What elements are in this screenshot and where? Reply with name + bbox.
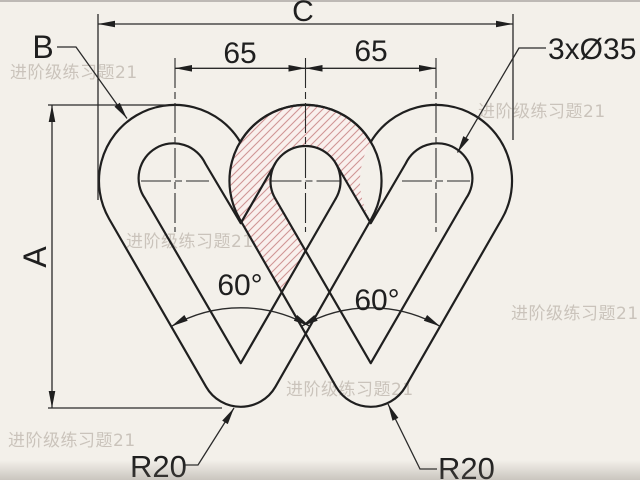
dim-hole-pitch: 65 65 xyxy=(175,35,436,72)
hatch-overlap-region xyxy=(229,104,371,292)
dim-angle-left: 60° xyxy=(169,269,312,330)
dim-label-pitch-left: 65 xyxy=(223,37,256,70)
watermark-layer: 进阶级练习题21 进阶级练习题21 进阶级练习题21 进阶级练习题21 进阶级练… xyxy=(8,63,639,451)
watermark: 进阶级练习题21 xyxy=(126,232,254,252)
watermark: 进阶级练习题21 xyxy=(286,380,414,400)
dim-label-pitch-right: 65 xyxy=(354,35,387,68)
center-marks xyxy=(141,58,470,232)
dim-label-outer-radius: B xyxy=(32,29,53,65)
dim-label-total-height: A xyxy=(17,246,53,268)
dim-label-angle-right: 60° xyxy=(354,284,399,317)
watermark: 进阶级练习题21 xyxy=(478,102,606,122)
leader-outer-radius: B xyxy=(32,29,130,121)
watermark: 进阶级练习题21 xyxy=(511,304,639,324)
dim-label-total-width: C xyxy=(292,0,314,28)
dim-angle-right: 60° xyxy=(299,284,442,330)
leader-holes: 3xØ35 xyxy=(454,33,636,155)
dim-label-holes: 3xØ35 xyxy=(548,33,636,66)
watermark: 进阶级练习题21 xyxy=(8,431,136,451)
dim-total-height: A xyxy=(17,104,222,409)
dim-total-width: C xyxy=(97,0,514,200)
watermark: 进阶级练习题21 xyxy=(10,63,138,83)
middle-hole-arc xyxy=(269,144,342,200)
bottom-edge-shading xyxy=(0,460,640,480)
dim-label-angle-left: 60° xyxy=(217,269,262,302)
top-edge-line xyxy=(0,0,640,2)
